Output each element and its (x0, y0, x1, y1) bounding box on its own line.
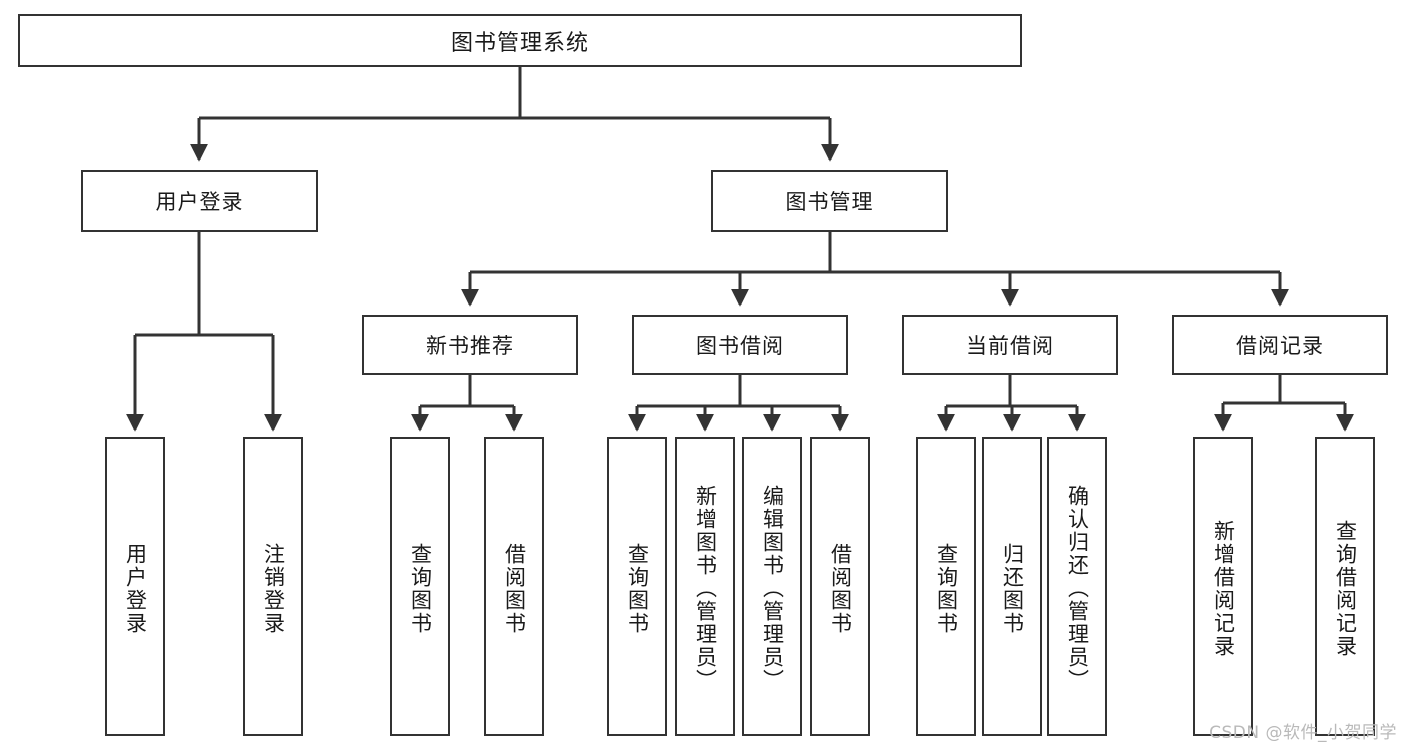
node-label: 当前借阅 (966, 334, 1054, 358)
leaf-query-book-borrow[interactable]: 查询图书 (607, 437, 667, 736)
node-current-borrow[interactable]: 当前借阅 (902, 315, 1118, 375)
leaf-edit-book[interactable]: 编辑图书（管理员） (742, 437, 802, 736)
leaf-borrow-book-recommend[interactable]: 借阅图书 (484, 437, 544, 736)
leaf-borrow-book[interactable]: 借阅图书 (810, 437, 870, 736)
leaf-logout-login[interactable]: 注销登录 (243, 437, 303, 736)
leaf-return-book[interactable]: 归还图书 (982, 437, 1042, 736)
node-user-login[interactable]: 用户登录 (81, 170, 318, 232)
leaf-query-book-recommend[interactable]: 查询图书 (390, 437, 450, 736)
node-label: 查询图书 (625, 542, 650, 635)
node-book-borrow[interactable]: 图书借阅 (632, 315, 848, 375)
node-label: 查询图书 (408, 542, 433, 635)
leaf-query-book-current[interactable]: 查询图书 (916, 437, 976, 736)
leaf-add-borrow-record[interactable]: 新增借阅记录 (1193, 437, 1253, 736)
node-label: 图书管理 (785, 190, 874, 214)
node-label: 用户登录 (155, 190, 244, 214)
node-book-management[interactable]: 图书管理 (711, 170, 948, 232)
node-label: 注销登录 (261, 542, 286, 635)
node-label: 新增借阅记录 (1211, 519, 1236, 658)
node-borrow-record[interactable]: 借阅记录 (1172, 315, 1388, 375)
leaf-confirm-return[interactable]: 确认归还（管理员） (1047, 437, 1107, 736)
node-label: 借阅图书 (502, 542, 527, 635)
leaf-user-login[interactable]: 用户登录 (105, 437, 165, 736)
leaf-query-borrow-record[interactable]: 查询借阅记录 (1315, 437, 1375, 736)
node-label: 新书推荐 (426, 334, 514, 358)
leaf-add-book[interactable]: 新增图书（管理员） (675, 437, 735, 736)
node-label: 查询借阅记录 (1333, 519, 1358, 658)
node-label: 确认归还（管理员） (1065, 485, 1090, 692)
node-label: 借阅图书 (828, 542, 853, 635)
csdn-watermark: CSDN @软件_小贺同学 (1209, 723, 1397, 743)
node-label: 新增图书（管理员） (693, 485, 718, 692)
node-label: 借阅记录 (1236, 334, 1324, 358)
node-new-book-recommend[interactable]: 新书推荐 (362, 315, 578, 375)
node-label: 图书借阅 (696, 334, 784, 358)
node-label: 编辑图书（管理员） (760, 485, 785, 692)
node-label: 归还图书 (1000, 542, 1025, 635)
node-label: 用户登录 (123, 542, 148, 635)
node-label: 查询图书 (934, 542, 959, 635)
node-root-system[interactable]: 图书管理系统 (18, 14, 1022, 67)
node-label: 图书管理系统 (450, 30, 589, 56)
